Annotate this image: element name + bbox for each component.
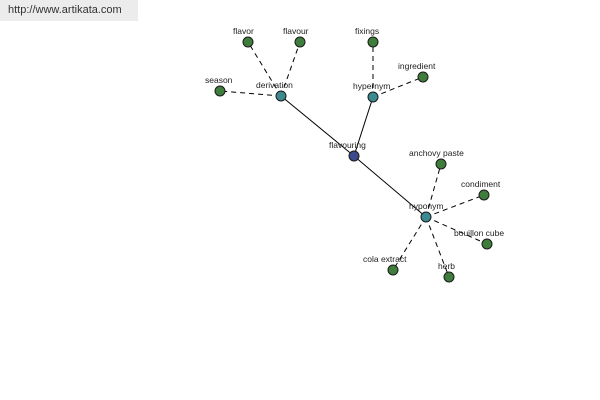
node-derivation[interactable] bbox=[275, 90, 287, 102]
edge-hyponym-bouillon-cube bbox=[425, 216, 488, 245]
graph-nodes bbox=[214, 36, 493, 283]
node-label-hyponym[interactable]: hyponym bbox=[409, 201, 444, 211]
node-flavour[interactable] bbox=[294, 36, 306, 48]
node-label-derivation[interactable]: derivation bbox=[256, 80, 293, 90]
edge-flavouring-derivation bbox=[280, 95, 355, 157]
edge-flavouring-hypernym bbox=[353, 96, 374, 157]
node-ingredient[interactable] bbox=[417, 71, 429, 83]
node-label-cola-extract[interactable]: cola extract bbox=[363, 254, 407, 264]
node-herb[interactable] bbox=[443, 271, 455, 283]
node-label-anchovy-paste[interactable]: anchovy paste bbox=[409, 148, 464, 158]
node-season[interactable] bbox=[214, 85, 226, 97]
edge-flavouring-hyponym bbox=[353, 155, 427, 218]
edge-hyponym-condiment bbox=[425, 194, 485, 218]
node-flavor[interactable] bbox=[242, 36, 254, 48]
edge-derivation-flavor bbox=[247, 41, 282, 97]
node-condiment[interactable] bbox=[478, 189, 490, 201]
site-url-link[interactable]: http://www.artikata.com bbox=[8, 4, 122, 16]
node-flavouring[interactable] bbox=[348, 150, 360, 162]
url-bar: http://www.artikata.com bbox=[0, 0, 138, 21]
node-hypernym[interactable] bbox=[367, 91, 379, 103]
node-label-condiment[interactable]: condiment bbox=[461, 179, 501, 189]
node-label-flavour[interactable]: flavour bbox=[283, 26, 309, 36]
node-label-season[interactable]: season bbox=[205, 75, 233, 85]
node-label-herb[interactable]: herb bbox=[438, 261, 455, 271]
edge-derivation-flavour bbox=[280, 41, 301, 97]
node-anchovy-paste[interactable] bbox=[435, 158, 447, 170]
edge-derivation-season bbox=[219, 90, 282, 97]
node-bouillon-cube[interactable] bbox=[481, 238, 493, 250]
node-label-bouillon-cube[interactable]: bouillon cube bbox=[454, 228, 504, 238]
node-label-flavouring[interactable]: flavouring bbox=[329, 140, 366, 150]
edge-hyponym-cola-extract bbox=[392, 216, 427, 271]
node-hyponym[interactable] bbox=[420, 211, 432, 223]
edge-hyponym-herb bbox=[425, 216, 450, 278]
node-label-hypernym[interactable]: hypernym bbox=[353, 81, 390, 91]
node-label-ingredient[interactable]: ingredient bbox=[398, 61, 436, 71]
edge-hyponym-anchovy-paste bbox=[425, 163, 442, 218]
graph-edges bbox=[219, 41, 488, 278]
graph-labels: flavouring derivation hypernym hyponym flavo… bbox=[205, 26, 504, 271]
node-fixings[interactable] bbox=[367, 36, 379, 48]
node-label-flavor[interactable]: flavor bbox=[233, 26, 254, 36]
node-label-fixings[interactable]: fixings bbox=[355, 26, 379, 36]
node-cola-extract[interactable] bbox=[387, 264, 399, 276]
